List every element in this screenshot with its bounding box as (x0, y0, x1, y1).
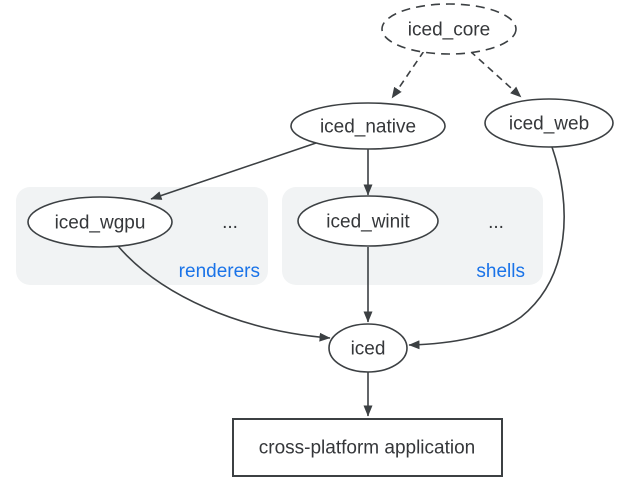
edge-iced-core-to-iced-web (469, 50, 522, 98)
iced-core-ellipse (381, 3, 517, 55)
renderers-group-label: renderers (179, 261, 260, 282)
iced-core-label: iced_core (408, 20, 490, 41)
node-iced-native: iced_native (290, 102, 446, 150)
iced-native-ellipse (290, 102, 446, 150)
node-iced: iced (328, 323, 408, 373)
node-iced-winit: iced_winit (297, 195, 439, 247)
iced-winit-label: iced_winit (326, 212, 410, 233)
renderers-ellipsis: ... (222, 212, 238, 233)
node-iced-core: iced_core (381, 3, 517, 55)
iced-label: iced (351, 339, 386, 360)
edge-iced-wgpu-to-iced (117, 245, 331, 342)
edge-iced-core-to-iced-native (391, 50, 425, 99)
iced-winit-ellipse (297, 195, 439, 247)
application-label: cross-platform application (259, 438, 475, 459)
iced-ellipse (328, 323, 408, 373)
iced-wgpu-ellipse (27, 196, 173, 248)
application-rect (232, 418, 503, 477)
node-iced-web: iced_web (484, 98, 614, 148)
shells-ellipsis: ... (488, 212, 504, 233)
node-iced-wgpu: iced_wgpu (27, 196, 173, 248)
iced-native-label: iced_native (320, 117, 416, 138)
iced-wgpu-label: iced_wgpu (55, 213, 146, 234)
shells-group-label: shells (476, 261, 525, 282)
node-application: cross-platform application (232, 418, 503, 477)
iced-web-ellipse (484, 98, 614, 148)
edge-iced-native-to-iced-wgpu (150, 142, 317, 200)
edges (117, 50, 565, 417)
edge-iced-web-to-iced (408, 146, 565, 350)
iced-web-label: iced_web (509, 114, 589, 135)
